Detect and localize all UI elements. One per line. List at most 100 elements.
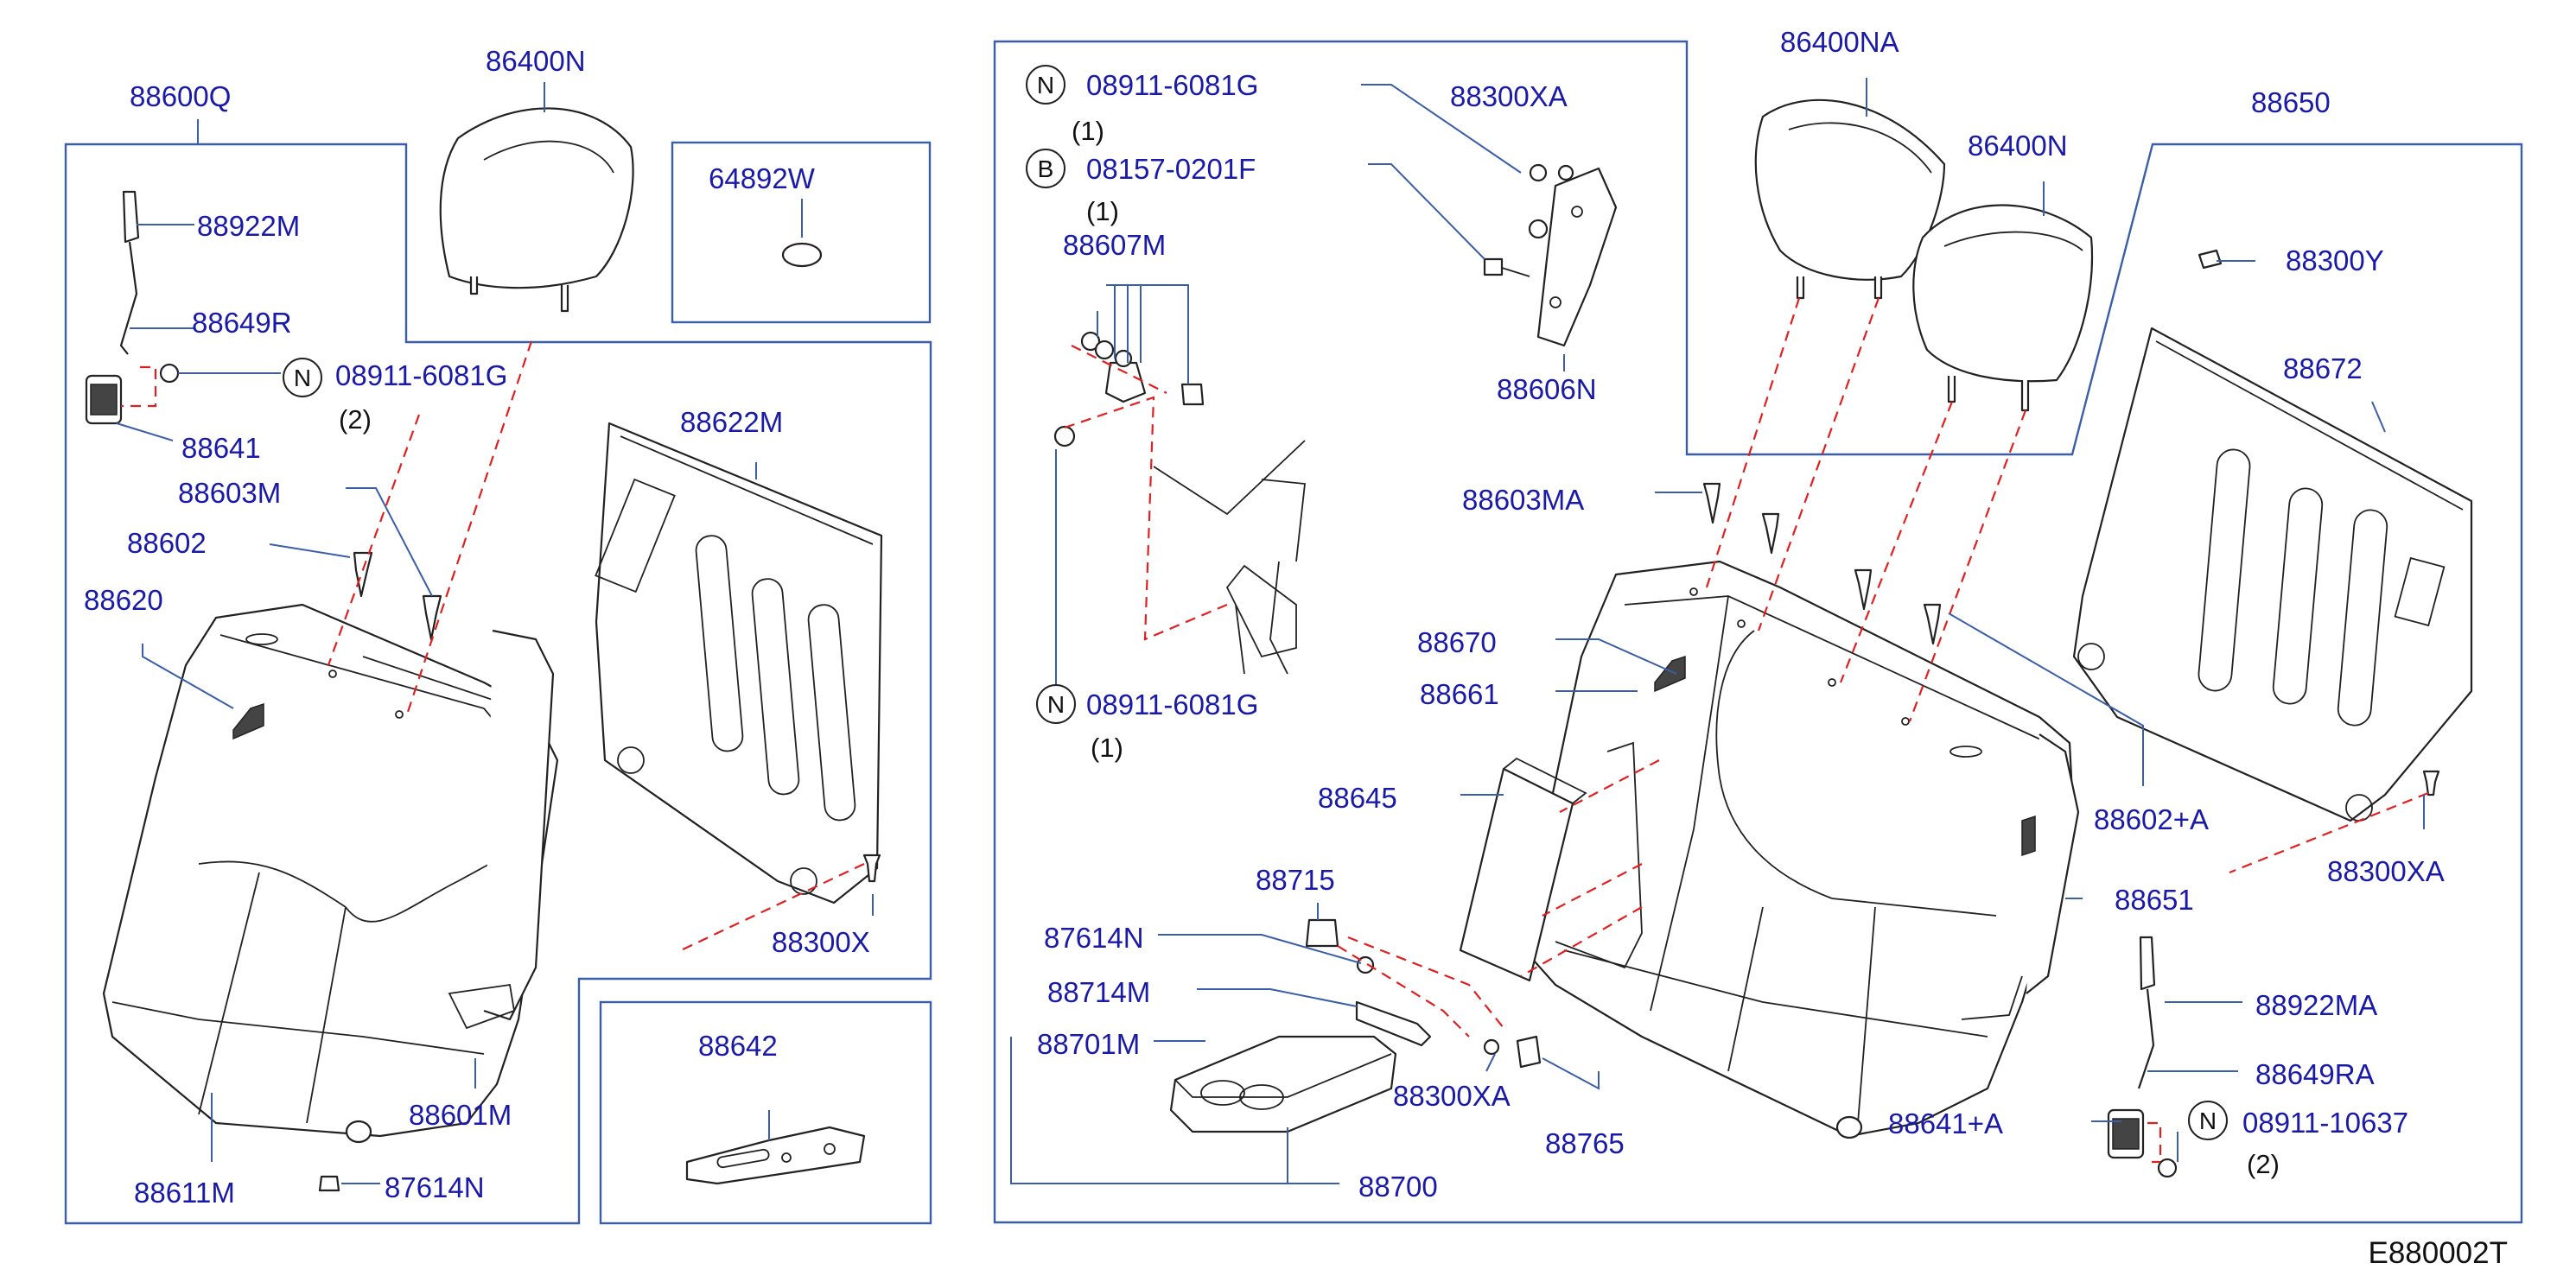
seat-back-board-88622m <box>595 422 883 904</box>
label-88300xa-mid: 88300XA <box>1393 1080 1511 1112</box>
qty-08911-mid: (1) <box>1091 733 1123 763</box>
screw-88300x <box>862 854 881 883</box>
frames <box>64 40 2523 1225</box>
seat-back-left <box>102 603 559 1144</box>
clip-88300y <box>2198 249 2223 270</box>
nut-symbol-left: N <box>283 358 322 397</box>
label-88300x: 88300X <box>772 926 870 958</box>
qty-08911-top: (1) <box>1072 116 1104 146</box>
label-86400n-left: 86400N <box>486 45 586 77</box>
bolt-88603ma-2 <box>1761 512 1780 555</box>
seat-back-board-88672 <box>2072 327 2473 822</box>
svg-text:B: B <box>1038 155 1054 182</box>
label-87614n-right: 87614N <box>1044 922 1144 954</box>
label-88922ma: 88922MA <box>2255 989 2377 1021</box>
left-dashed-guides <box>121 340 865 951</box>
label-08911-mid: 08911-6081G <box>1086 689 1258 720</box>
svg-text:N: N <box>1037 72 1054 98</box>
nut-symbol-top: N <box>1026 65 1065 105</box>
armrest-88645 <box>1459 767 1574 982</box>
bolt-88602a <box>1854 568 1873 611</box>
bolt-88603m <box>422 594 442 641</box>
right-small-parts <box>1702 249 2440 1178</box>
label-88670: 88670 <box>1417 626 1497 658</box>
label-88651: 88651 <box>2115 884 2194 916</box>
label-86400na: 86400NA <box>1780 26 1899 58</box>
label-88603m: 88603M <box>178 477 281 509</box>
label-88601m: 88601M <box>409 1099 512 1131</box>
label-88645: 88645 <box>1318 782 1397 814</box>
label-88602: 88602 <box>127 527 207 559</box>
bracket-88606n <box>1536 167 1618 347</box>
label-88602a: 88602+A <box>2094 803 2209 835</box>
label-08911-left: 08911-6081G <box>335 359 507 391</box>
label-88922m: 88922M <box>197 210 300 242</box>
frame-left-assembly <box>64 143 932 1225</box>
nut-symbol-right: N <box>2188 1101 2228 1140</box>
nut-08911-10637 <box>2157 1158 2178 1178</box>
latch-88765 <box>1516 1035 1542 1069</box>
diagram-code: E880002T <box>2368 1236 2508 1270</box>
bracket-88607m <box>1104 361 1147 403</box>
label-88606n: 88606N <box>1497 373 1597 405</box>
part-labels: 88600Q 86400N 64892W 88922M 88649R 08911… <box>84 26 2445 1209</box>
bolt-88602a-2 <box>1923 603 1942 645</box>
nut-left <box>159 363 180 384</box>
label-08157: 08157-0201F <box>1086 153 1256 185</box>
headrest-left <box>439 107 634 313</box>
label-08911-top: 08911-6081G <box>1086 69 1258 101</box>
headrest-86400na <box>1754 98 1946 300</box>
lock-88649r <box>119 241 138 355</box>
guide-88922m <box>122 190 140 244</box>
label-64892w: 64892W <box>709 162 816 194</box>
center-parts <box>1169 741 1643 1133</box>
label-88650: 88650 <box>2251 86 2331 118</box>
symbols: N N B N N <box>283 65 2228 1140</box>
clip-87614n-left <box>318 1175 340 1192</box>
label-88300xa-right: 88300XA <box>2327 855 2445 887</box>
qty-08911-left: (2) <box>339 404 372 435</box>
label-88600q: 88600Q <box>130 80 231 112</box>
qty-08157: (1) <box>1086 196 1119 226</box>
label-88649ra: 88649RA <box>2255 1058 2375 1090</box>
svg-text:N: N <box>1047 691 1065 718</box>
guide-88922ma <box>2139 936 2156 991</box>
left-small-parts <box>85 190 881 1192</box>
label-88641a: 88641+A <box>1888 1107 2003 1139</box>
qty-08911-10637: (2) <box>2247 1149 2280 1179</box>
label-88642: 88642 <box>698 1030 778 1062</box>
seat-back-right <box>1519 560 2080 1139</box>
label-88649r: 88649R <box>192 307 292 339</box>
clip-87614n-right <box>1356 955 1375 974</box>
hinge-88715 <box>1305 918 1339 948</box>
nut-symbol-mid: N <box>1036 684 1076 724</box>
svg-text:N: N <box>2199 1107 2217 1134</box>
label-88661: 88661 <box>1420 678 1499 710</box>
top-middle-parts <box>1053 163 1618 675</box>
label-88611m: 88611M <box>134 1177 235 1209</box>
label-88300xa-top: 88300XA <box>1450 80 1568 112</box>
label-88300y: 88300Y <box>2286 244 2384 276</box>
label-88622m: 88622M <box>680 406 783 438</box>
leader-lines <box>116 78 2425 1184</box>
label-88715: 88715 <box>1256 864 1335 896</box>
screw-88300xa-right <box>2422 770 2440 796</box>
label-88672: 88672 <box>2283 352 2363 384</box>
lock-88649ra <box>2137 988 2155 1089</box>
label-88765: 88765 <box>1545 1127 1625 1159</box>
label-88714m: 88714M <box>1047 976 1150 1008</box>
label-86400n-right: 86400N <box>1968 130 2068 162</box>
label-87614n-left: 87614N <box>385 1171 485 1203</box>
label-88607m: 88607M <box>1063 229 1166 261</box>
armrest-88700 <box>1169 1035 1397 1133</box>
label-08911-10637: 08911-10637 <box>2242 1107 2408 1139</box>
label-88701m: 88701M <box>1037 1028 1140 1060</box>
cap-64892w <box>781 242 823 268</box>
bracket-88642 <box>685 1126 866 1185</box>
label-88603ma: 88603MA <box>1462 484 1584 516</box>
frame-64892w-box <box>671 141 932 324</box>
frame-88642-box <box>599 1000 932 1225</box>
frame-right-assembly <box>993 40 2523 1224</box>
bolt-88602 <box>353 551 373 598</box>
